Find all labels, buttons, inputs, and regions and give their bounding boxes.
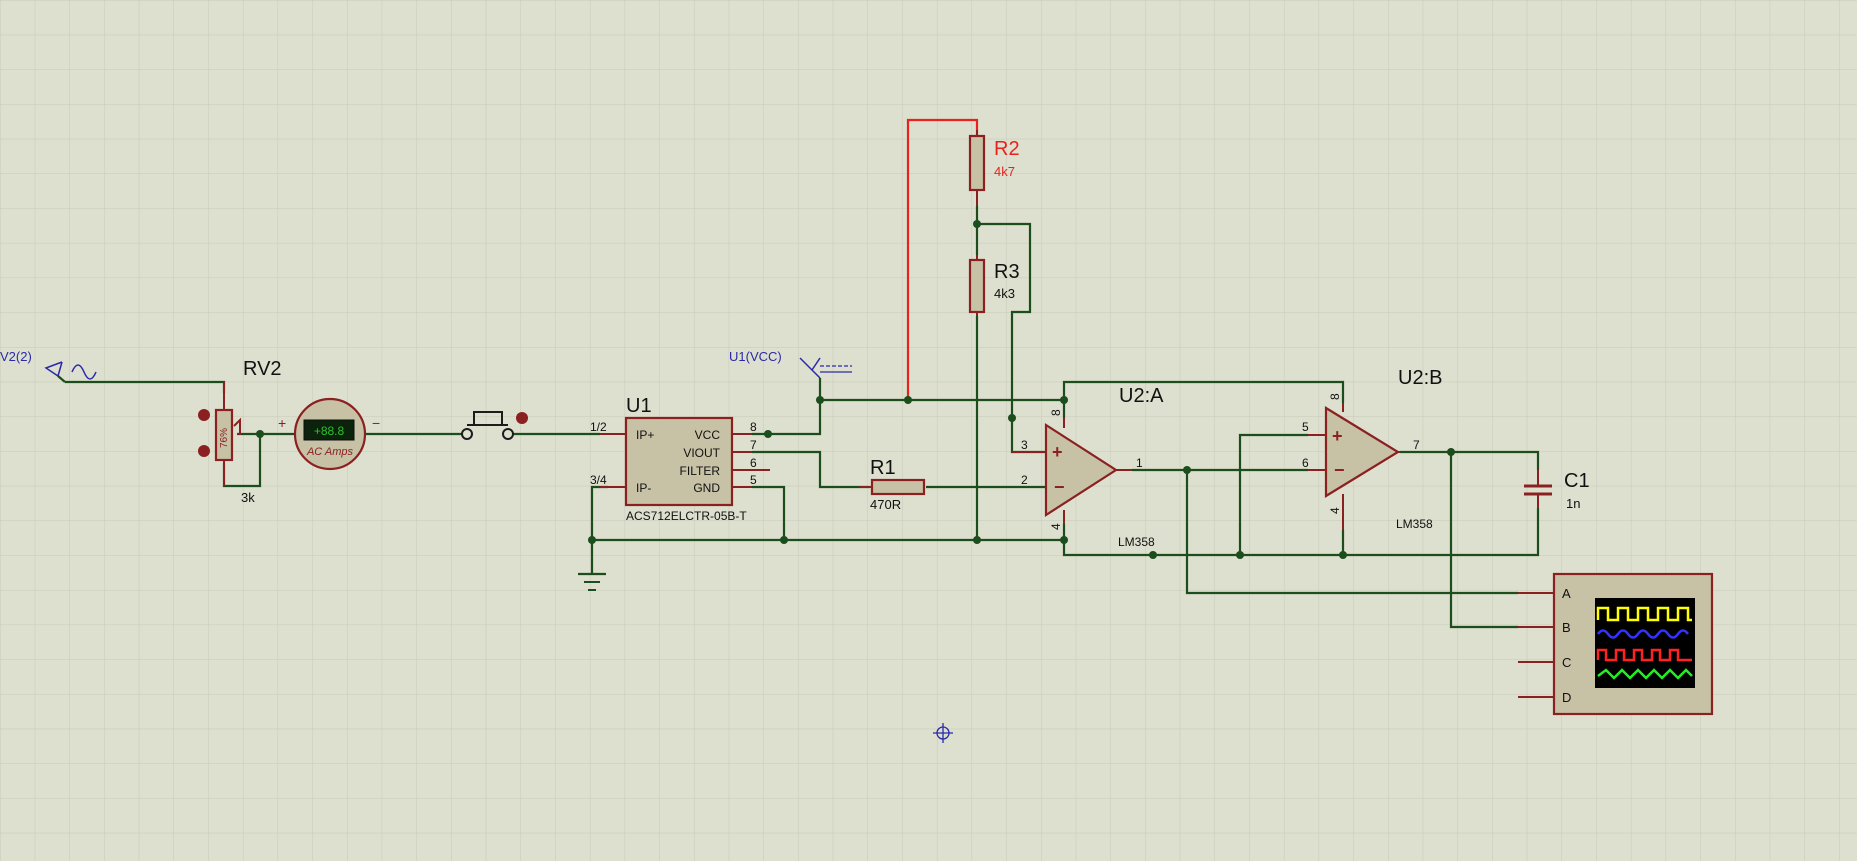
ground-icon[interactable]: [578, 572, 606, 591]
u1-body: [624, 416, 734, 507]
u1-pin-gnd: GND: [693, 481, 720, 495]
u1-pin-ipplus-num: 1/2: [590, 420, 607, 434]
u1-ref: U1: [626, 395, 652, 417]
u2a-pin-vcc: 8: [1049, 409, 1063, 416]
scope-trace-blue: [1596, 629, 1690, 639]
oscilloscope[interactable]: A B C D: [1518, 572, 1714, 716]
scope-trace-green: [1597, 668, 1693, 680]
ic-u1[interactable]: U1 1/2 IP+ 3/4 IP- VCC VIOUT FILTER GND …: [590, 395, 770, 523]
u2a-pin-plus: 3: [1021, 438, 1028, 452]
u1-pin-viout-num: 7: [750, 438, 757, 452]
u2a-part: LM358: [1118, 535, 1155, 549]
u2b-plus-sign: +: [1332, 426, 1343, 446]
u2b-pin-minus: 6: [1302, 456, 1309, 470]
rv2-ref: RV2: [243, 358, 282, 380]
u2a-body: [1044, 422, 1119, 518]
junction-dots: [256, 220, 1455, 559]
u2a-minus-sign: −: [1054, 477, 1065, 497]
r2-value: 4k7: [994, 164, 1015, 179]
selected-wire[interactable]: [906, 118, 979, 400]
crosshair-cursor-icon: [933, 723, 953, 743]
resistor-r2[interactable]: R2 4k7: [968, 130, 1020, 206]
u2b-pin-out: 7: [1413, 438, 1420, 452]
decrement-button-icon[interactable]: [198, 445, 210, 457]
ammeter-minus: −: [372, 415, 380, 431]
ammeter-caption: AC Amps: [306, 446, 354, 458]
r2-body: [968, 134, 986, 192]
rv2-value: 3k: [241, 490, 255, 505]
source-label: V2(2): [0, 349, 32, 364]
u1-pin-vcc: VCC: [695, 428, 721, 442]
u2a-ref: U2:A: [1119, 385, 1164, 407]
capacitor-c1[interactable]: C1 1n: [1524, 470, 1590, 511]
c1-value: 1n: [1566, 496, 1580, 511]
scope-channel-b: B: [1562, 620, 1571, 635]
voltage-probe-u1vcc[interactable]: U1(VCC): [729, 349, 852, 379]
u1-pin-ipminus-num: 3/4: [590, 473, 607, 487]
scope-channel-a: A: [1562, 586, 1571, 601]
u2b-pin-gnd: 4: [1328, 507, 1342, 514]
u2b-ref: U2:B: [1398, 367, 1442, 389]
u1-pin-filter: FILTER: [680, 464, 721, 478]
u1-pin-vcc-num: 8: [750, 420, 757, 434]
u2b-pin-plus: 5: [1302, 420, 1309, 434]
vcc-probe-label: U1(VCC): [729, 349, 782, 364]
u2b-minus-sign: −: [1334, 460, 1345, 480]
push-button-icon: [461, 411, 528, 440]
u1-pin-gnd-num: 5: [750, 473, 757, 487]
ammeter-display: [303, 419, 355, 441]
increment-button-icon[interactable]: [198, 409, 210, 421]
r2-ref: R2: [994, 138, 1020, 160]
potentiometer-rv2[interactable]: RV2 76% 3k: [198, 358, 282, 505]
u2b-body: [1324, 406, 1401, 498]
u1-part: ACS712ELCTR-05B-T: [626, 509, 747, 523]
resistor-r1[interactable]: R1 470R: [860, 457, 926, 512]
u1-pin-filter-num: 6: [750, 456, 757, 470]
r3-value: 4k3: [994, 286, 1015, 301]
u1-pin-ipplus: IP+: [636, 428, 654, 442]
scope-trace-yellow: [1596, 606, 1692, 622]
voltage-probe-icon: [799, 357, 852, 379]
potentiometer-body: [214, 408, 234, 462]
scope-channel-c: C: [1562, 655, 1571, 670]
u1-pin-viout: VIOUT: [683, 446, 720, 460]
u2b-part: LM358: [1396, 517, 1433, 531]
ammeter-reading: +88.8: [314, 424, 345, 438]
r3-ref: R3: [994, 261, 1020, 283]
r1-value: 470R: [870, 497, 901, 512]
u2a-pin-minus: 2: [1021, 473, 1028, 487]
opamp-u2b[interactable]: U2:B + − 5 6 7 8 4 LM358: [1302, 367, 1442, 531]
rv2-percent: 76%: [219, 428, 230, 448]
u2a-pin-out: 1: [1136, 456, 1143, 470]
resistor-r3[interactable]: R3 4k3: [968, 255, 1020, 316]
push-button-switch[interactable]: [461, 411, 528, 440]
r1-body: [870, 478, 926, 496]
scope-channel-d: D: [1562, 690, 1571, 705]
u2a-pin-gnd: 4: [1049, 523, 1063, 530]
r1-ref: R1: [870, 457, 896, 479]
u1-pin-ipminus: IP-: [636, 481, 651, 495]
opamp-u2a[interactable]: U2:A + − 3 2 1 8 4 LM358: [1012, 385, 1164, 549]
ac-source-icon: [44, 361, 97, 380]
u2a-plus-sign: +: [1052, 442, 1063, 462]
ammeter-plus: +: [278, 415, 286, 431]
c1-ref: C1: [1564, 470, 1590, 492]
u2b-pin-vcc: 8: [1328, 393, 1342, 400]
ac-source[interactable]: V2(2): [0, 349, 97, 383]
scope-trace-red: [1596, 648, 1692, 662]
ac-ammeter[interactable]: + − +88.8 AC Amps: [278, 397, 380, 471]
r3-body: [968, 258, 986, 314]
